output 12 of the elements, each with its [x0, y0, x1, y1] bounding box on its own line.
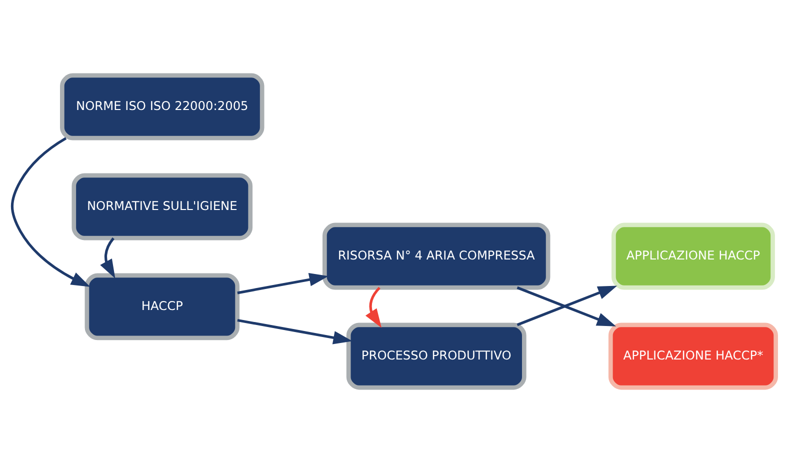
node-box: APPLICAZIONE HACCP* [608, 322, 778, 390]
arrow [365, 286, 382, 328]
node-box: APPLICAZIONE HACCP [612, 222, 775, 290]
arrow [237, 318, 352, 344]
node-box: NORME ISO ISO 22000:2005 [60, 73, 264, 140]
arrow [10, 137, 90, 287]
arrow [100, 237, 116, 279]
node-box: RISORSA N° 4 ARIA COMPRESSA [322, 222, 550, 290]
node-box: PROCESSO PRODUTTIVO [346, 322, 526, 390]
node-box: HACCP [84, 273, 240, 340]
arrow [237, 272, 328, 294]
node-box: NORMATIVE SULL'IGIENE [72, 173, 253, 240]
